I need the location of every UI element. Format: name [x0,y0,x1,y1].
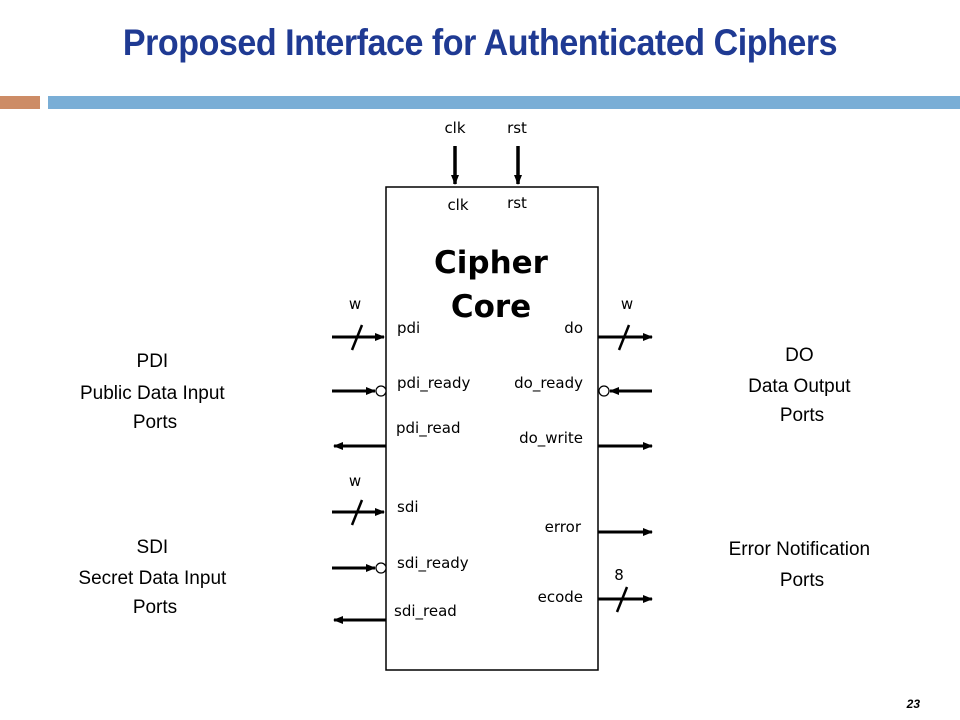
cipher-core-title-line2: Core [451,289,531,325]
ecode-port-label: ecode [538,588,583,606]
do-group-line1: DO [785,345,814,366]
pdi-group-line1: PDI [137,351,169,372]
sdi-port-label: sdi [397,498,419,516]
sdi-ready-port-label: sdi_ready [397,554,469,573]
cipher-core-box [385,186,599,671]
do-group-line2: Data Output [748,376,851,397]
sdi-bus-slash [350,499,364,526]
sdi-group-line2: Secret Data Input [78,568,227,589]
error-group-line2: Ports [780,570,824,591]
error-group-line1: Error Notification [729,539,871,560]
accent-bar-left [0,96,40,109]
ecode-width-label: 8 [614,566,624,584]
do-group-line3: Ports [780,405,824,426]
cipher-core-title-line1: Cipher [434,245,549,281]
do-write-port-label: do_write [519,429,583,448]
slide-title: Proposed Interface for Authenticated Cip… [122,22,838,63]
rst-external-label: rst [507,119,527,137]
do-bus-slash [617,324,631,351]
error-port-label: error [545,518,582,536]
do-port-label: do [564,319,583,337]
slide-number: 23 [906,697,920,711]
clk-internal-label: clk [447,196,468,214]
pdi-ready-inversion-bubble [375,385,387,397]
sdi-ready-inversion-bubble [375,562,387,574]
accent-bar-right [48,96,960,109]
sdi-group-label: SDI Secret Data Input Ports [78,537,231,618]
sdi-read-port-label: sdi_read [394,602,457,621]
sdi-group-line3: Ports [133,597,177,618]
pdi-group-line3: Ports [133,412,177,433]
sdi-group-line1: SDI [137,537,169,558]
rst-internal-label: rst [507,194,527,212]
pdi-width-label: w [349,295,361,313]
do-ready-port-label: do_ready [514,374,583,393]
pdi-read-port-label: pdi_read [396,419,461,438]
pdi-port-label: pdi [397,319,420,337]
ecode-bus-slash [615,586,629,613]
clk-external-label: clk [444,119,465,137]
error-group-label: Error Notification Ports [729,539,876,591]
pdi-group-label: PDI Public Data Input Ports [80,351,230,433]
do-ready-inversion-bubble [598,385,610,397]
pdi-group-line2: Public Data Input [80,383,225,404]
do-group-label: DO Data Output Ports [748,345,856,426]
do-width-label: w [621,295,633,313]
pdi-bus-slash [350,324,364,351]
pdi-ready-port-label: pdi_ready [397,374,470,393]
sdi-width-label: w [349,472,361,490]
